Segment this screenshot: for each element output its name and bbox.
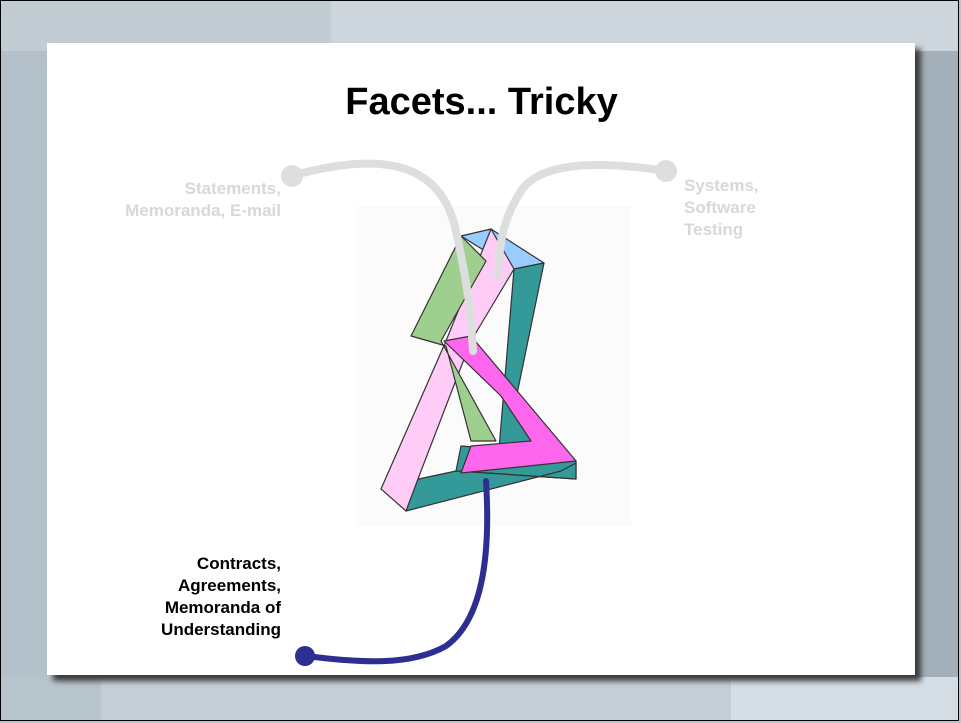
- triangle-magenta-face: [443, 335, 577, 474]
- triangle-light-pink-face: [380, 228, 515, 512]
- facet-label-contracts: Contracts, Agreements, Memoranda of Unde…: [161, 554, 281, 639]
- background-tile: [331, 1, 958, 51]
- connector-systems-dot: [655, 160, 677, 182]
- background-tile: [1, 51, 47, 681]
- facet-label-statements: Statements, Memoranda, E-mail: [125, 179, 281, 220]
- connector-contracts-dot: [295, 646, 315, 666]
- slide-title: Facets... Tricky: [345, 81, 618, 123]
- background-tile: [731, 677, 958, 720]
- facet-label-systems: Systems, Software Testing: [684, 176, 759, 239]
- background-tile: [1, 677, 101, 720]
- background-tile: [915, 51, 958, 681]
- connector-statements-dot: [281, 165, 303, 187]
- connector-contracts: [303, 478, 491, 665]
- connector-systems: [494, 161, 670, 280]
- background-tile: [1, 1, 331, 51]
- triangle-green-face: [410, 235, 497, 442]
- connector-statements: [287, 159, 477, 355]
- background-tile: [101, 677, 731, 720]
